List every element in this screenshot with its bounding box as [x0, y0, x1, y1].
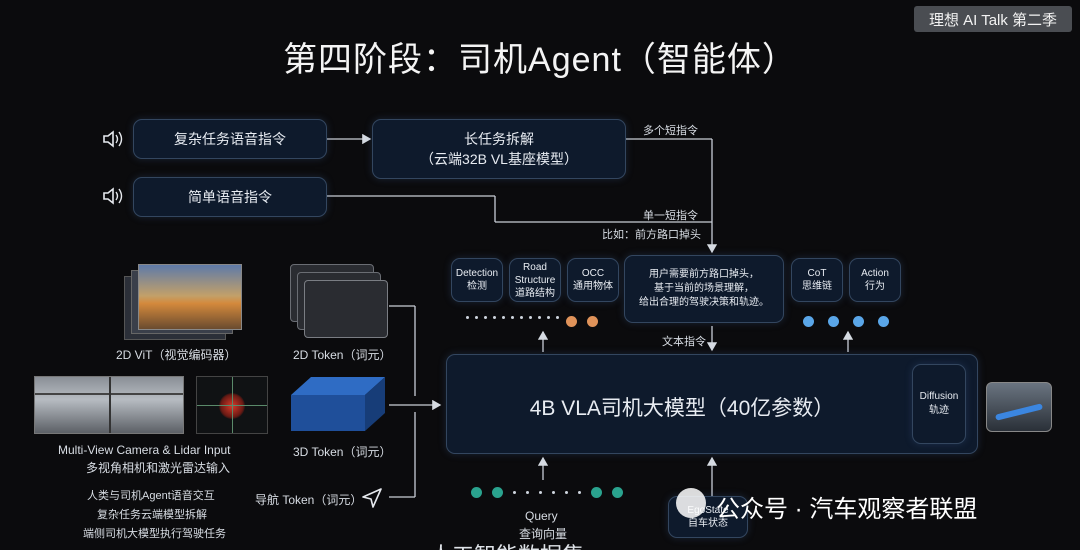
occ-en: OCC	[581, 268, 605, 279]
query-label-cn: 查询向量	[519, 527, 568, 541]
dot	[552, 491, 555, 494]
dot	[547, 316, 550, 319]
token2d-stack	[290, 264, 390, 338]
orange-dot	[566, 316, 577, 327]
vit-image-stack	[124, 264, 242, 340]
text-cmd-label: 文本指令	[662, 336, 706, 348]
series-badge: 理想 AI Talk 第二季	[914, 6, 1072, 32]
vla-model-label: 4B VLA司机大模型（40亿参数）	[529, 397, 835, 420]
nav-desc-line: 人类与司机Agent语音交互	[87, 490, 215, 502]
bottom-cut-text: 人工智能数据集	[430, 538, 584, 550]
query-dot	[471, 487, 482, 498]
complex-voice-box: 复杂任务语音指令	[133, 119, 327, 159]
trajectory-thumbnail	[986, 382, 1052, 432]
dot	[502, 316, 505, 319]
diffusion-box: Diffusion 轨迹	[912, 364, 966, 444]
nav-desc-line: 端侧司机大模型执行驾驶任务	[83, 528, 226, 540]
single-cmd-label: 单一短指令	[643, 210, 698, 222]
diffusion-cn: 轨迹	[929, 405, 949, 416]
nav-token-label: 导航 Token（词元）	[255, 493, 363, 507]
query-dot	[492, 487, 503, 498]
blue-dot	[828, 316, 839, 327]
lidar-image	[196, 376, 268, 434]
blue-dot	[803, 316, 814, 327]
dot	[538, 316, 541, 319]
blue-dots	[803, 316, 889, 327]
long-task-box: 长任务拆解 （云端32B VL基座模型）	[372, 119, 626, 179]
speaker-icon	[103, 187, 123, 205]
token3d-label: 3D Token（词元）	[293, 445, 392, 459]
query-label-en: Query	[525, 509, 558, 523]
example-label: 比如：前方路口掉头	[602, 229, 701, 241]
token3d-cube	[291, 377, 385, 431]
watermark-text: 公众号 · 汽车观察者联盟	[716, 496, 978, 523]
camera-image	[34, 376, 184, 434]
detection-cn: 检测	[467, 281, 487, 292]
road-structure-cn: 道路结构	[515, 287, 555, 299]
occ-box: OCC 通用物体	[567, 258, 619, 302]
ego-state-en: EgoState	[687, 505, 729, 516]
dot	[520, 316, 523, 319]
vla-model-box: 4B VLA司机大模型（40亿参数）	[446, 354, 978, 454]
dot	[475, 316, 478, 319]
dot	[526, 491, 529, 494]
ego-state-cn: 自车状态	[688, 518, 728, 529]
dot	[578, 491, 581, 494]
multi-cmd-label: 多个短指令	[643, 125, 698, 137]
token-dots-left	[466, 316, 559, 319]
simple-voice-label: 简单语音指令	[188, 189, 272, 205]
diffusion-en: Diffusion	[919, 391, 959, 402]
road-structure-en: Road Structure	[514, 261, 556, 286]
cot-example-line: 给出合理的驾驶决策和轨迹。	[639, 297, 769, 308]
nav-desc-line: 复杂任务云端模型拆解	[97, 509, 207, 521]
vit-label: 2D ViT（视觉编码器）	[116, 348, 237, 362]
simple-voice-box: 简单语音指令	[133, 177, 327, 217]
blue-dot	[878, 316, 889, 327]
cot-example-line: 基于当前的场景理解，	[654, 283, 754, 294]
road-structure-box: Road Structure 道路结构	[509, 258, 561, 302]
long-task-title: 长任务拆解	[464, 131, 534, 147]
dot	[539, 491, 542, 494]
dot	[513, 491, 516, 494]
camera-label-en: Multi-View Camera & Lidar Input	[58, 443, 231, 457]
orange-dot	[587, 316, 598, 327]
dot	[511, 316, 514, 319]
camera-label-cn: 多视角相机和激光雷达输入	[86, 461, 231, 475]
wechat-logo-icon	[676, 488, 706, 518]
cot-en: CoT	[807, 268, 827, 279]
dot	[466, 316, 469, 319]
blue-dot	[853, 316, 864, 327]
cot-example-line: 用户需要前方路口掉头，	[649, 269, 759, 280]
cot-box: CoT 思维链	[791, 258, 843, 302]
page-title: 第四阶段：司机Agent（智能体）	[283, 41, 797, 79]
cot-example-box: 用户需要前方路口掉头， 基于当前的场景理解， 给出合理的驾驶决策和轨迹。	[624, 255, 784, 323]
long-task-model: （云端32B VL基座模型）	[420, 151, 578, 167]
query-dot	[591, 487, 602, 498]
detection-en: Detection	[455, 268, 499, 279]
dot	[484, 316, 487, 319]
navigation-arrow-icon	[362, 488, 382, 508]
token2d-label: 2D Token（词元）	[293, 348, 392, 362]
occ-cn: 通用物体	[573, 281, 613, 292]
dot	[493, 316, 496, 319]
detection-box: Detection 检测	[451, 258, 503, 302]
complex-voice-label: 复杂任务语音指令	[174, 131, 286, 147]
orange-dots	[566, 316, 598, 327]
query-dot	[612, 487, 623, 498]
dot	[565, 491, 568, 494]
cot-cn: 思维链	[802, 281, 832, 292]
dot	[529, 316, 532, 319]
dot	[556, 316, 559, 319]
query-dots	[471, 487, 623, 498]
speaker-icon	[103, 130, 123, 148]
action-box: Action 行为	[849, 258, 901, 302]
action-en: Action	[861, 268, 889, 279]
action-cn: 行为	[865, 281, 885, 292]
